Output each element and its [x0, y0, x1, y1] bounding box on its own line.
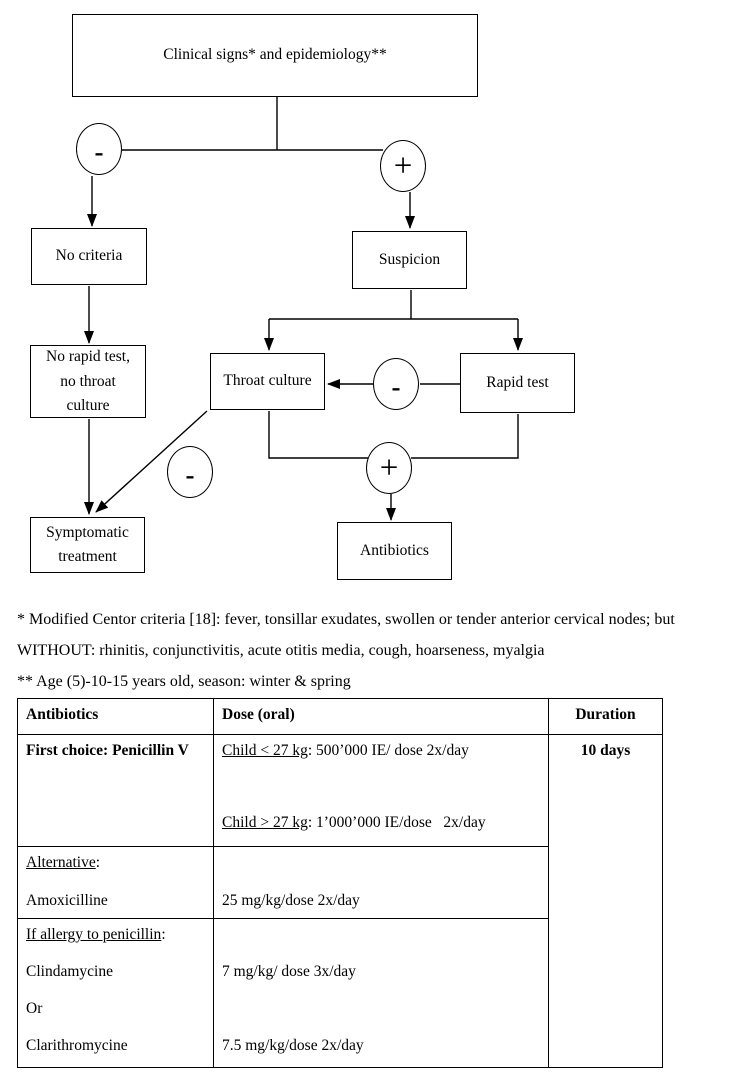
amoxicilline-name: Amoxicilline — [26, 892, 108, 909]
connector-plus-clinical: + — [380, 140, 426, 192]
clarithromycine-dose: 7.5 mg/kg/dose 2x/day — [222, 1037, 364, 1054]
or-label: Or — [26, 1000, 43, 1017]
node-clinical-signs-label: Clinical signs* and epidemiology** — [163, 46, 387, 64]
cell-first-choice-drug: First choice: Penicillin V — [17, 734, 214, 847]
connector-minus-clinical: - — [76, 123, 122, 175]
node-throat-culture-label: Throat culture — [223, 372, 312, 390]
node-no-rapid-test-label: No rapid test, no throat culture — [46, 348, 130, 414]
table-row-alternative: Alternative: Amoxicilline 25 mg/kg/dose … — [17, 846, 663, 919]
node-throat-culture: Throat culture — [210, 353, 325, 410]
cell-amoxicilline-dose: 25 mg/kg/dose 2x/day — [213, 846, 549, 919]
node-no-criteria-label: No criteria — [55, 247, 123, 265]
minus-sign-icon: - — [391, 372, 401, 402]
node-suspicion-label: Suspicion — [378, 250, 441, 268]
footnote-age-season: ** Age (5)-10-15 years old, season: wint… — [17, 673, 351, 690]
footnote-centor-criteria: * Modified Centor criteria [18]: fever, … — [17, 611, 675, 659]
node-no-criteria: No criteria — [31, 228, 147, 285]
plus-sign-icon: + — [379, 449, 399, 486]
node-suspicion: Suspicion — [352, 231, 467, 289]
node-antibiotics: Antibiotics — [337, 522, 452, 580]
node-rapid-test: Rapid test — [460, 353, 575, 413]
node-no-rapid-test: No rapid test, no throat culture — [30, 345, 146, 418]
clindamycine-name: Clindamycine — [26, 963, 113, 980]
connector-plus-tests: + — [366, 442, 412, 494]
node-symptomatic-treatment-label: Symptomatic treatment — [46, 523, 129, 565]
clarithromycine-name: Clarithromycine — [26, 1037, 128, 1054]
minus-sign-icon: - — [94, 137, 104, 167]
connector-minus-throat-culture: - — [167, 446, 213, 498]
cell-allergy-doses: 7 mg/kg/ dose 3x/day 7.5 mg/kg/dose 2x/d… — [213, 918, 549, 1068]
col-header-dose: Dose (oral) — [213, 698, 549, 735]
node-rapid-test-label: Rapid test — [486, 373, 549, 391]
table-row-allergy: If allergy to penicillin: Clindamycine O… — [17, 918, 663, 1068]
col-header-antibiotics: Antibiotics — [17, 698, 214, 735]
cell-alternative-drug: Alternative: Amoxicilline — [17, 846, 214, 919]
cell-allergy-drugs: If allergy to penicillin: Clindamycine O… — [17, 918, 214, 1068]
node-clinical-signs: Clinical signs* and epidemiology** — [72, 14, 478, 97]
antibiotics-table: Antibiotics Dose (oral) Duration First c… — [17, 698, 663, 1068]
cell-penicillin-doses: Child < 27 kg: 500’000 IE/ dose 2x/day C… — [213, 734, 549, 847]
table-row-first-choice: First choice: Penicillin V Child < 27 kg… — [17, 734, 663, 1068]
clindamycine-dose: 7 mg/kg/ dose 3x/day — [222, 963, 356, 980]
alternative-label: Alternative: — [26, 854, 101, 871]
col-header-duration: Duration — [548, 698, 663, 735]
node-antibiotics-label: Antibiotics — [360, 541, 429, 559]
node-symptomatic-treatment: Symptomatic treatment — [30, 517, 145, 573]
minus-sign-icon: - — [185, 460, 195, 490]
dose-line-over-27kg: Child > 27 kg: 1’000’000 IE/dose 2x/day — [222, 814, 486, 831]
connector-minus-rapid-test: - — [373, 358, 419, 410]
allergy-label: If allergy to penicillin: — [26, 926, 166, 943]
dose-line-under-27kg: Child < 27 kg: 500’000 IE/ dose 2x/day — [222, 742, 469, 759]
cell-duration-value: 10 days — [548, 734, 663, 1068]
table-header-row: Antibiotics Dose (oral) Duration — [17, 698, 663, 735]
plus-sign-icon: + — [393, 147, 413, 184]
